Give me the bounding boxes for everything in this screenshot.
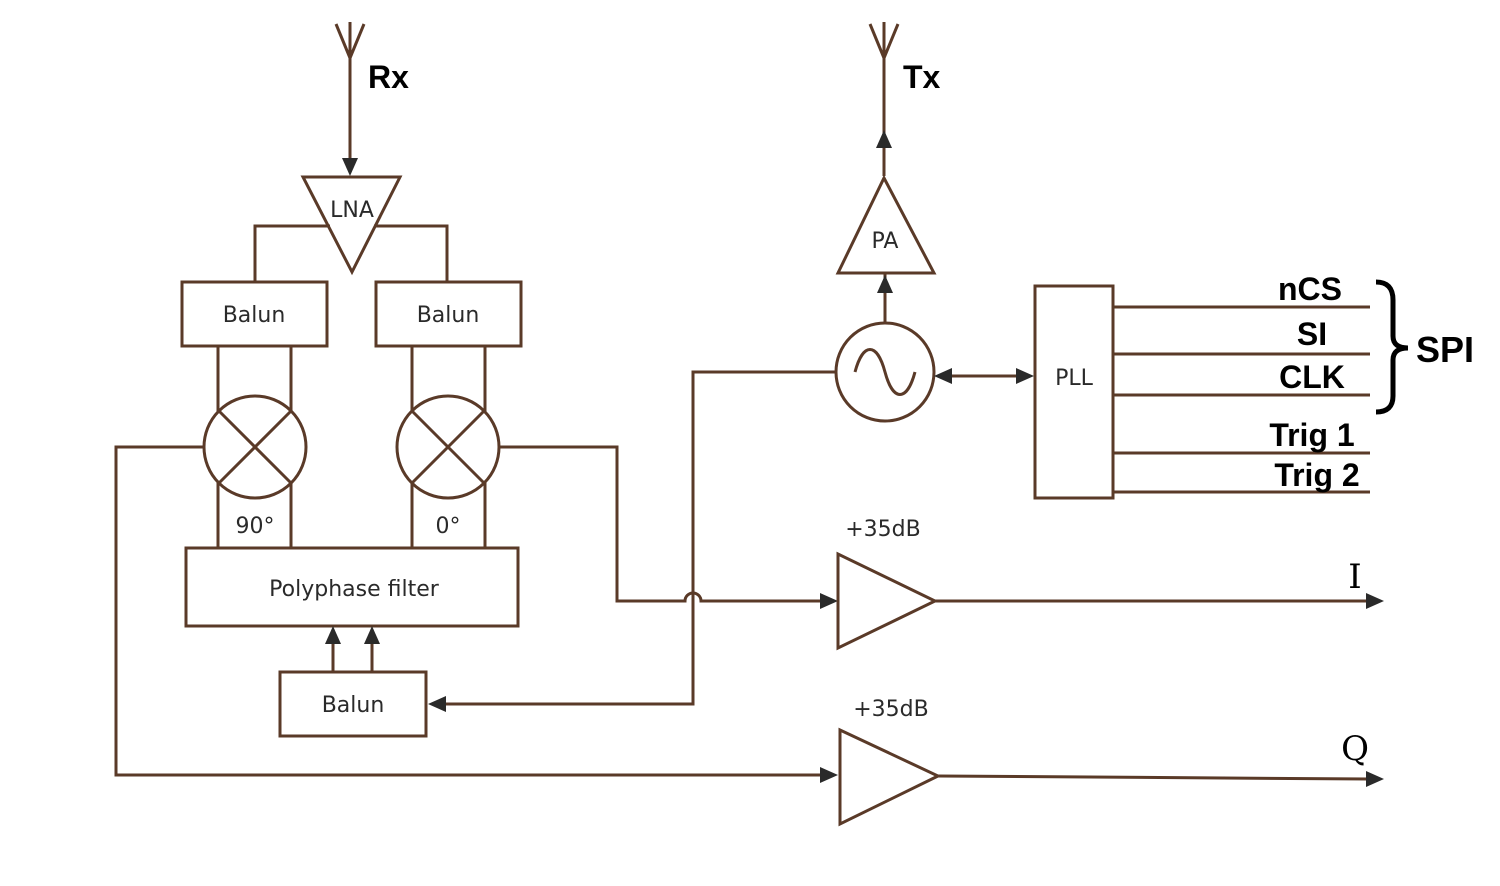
- phase-0-label: 0°: [436, 514, 461, 539]
- lo-to-balun-wire: [444, 370, 838, 706]
- balun-bottom-label: Balun: [322, 693, 385, 718]
- balun-lo-arrow-icon: [428, 696, 446, 712]
- i-amp-input-arrow-icon: [820, 593, 838, 609]
- rx-antenna-icon: [334, 22, 366, 60]
- lna-label: LNA: [330, 198, 374, 223]
- rx-label: Rx: [368, 59, 409, 95]
- spi-label: SPI: [1416, 329, 1474, 370]
- balun-right-label: Balun: [417, 303, 480, 328]
- pin-trig2-label: Trig 2: [1274, 457, 1359, 493]
- mixer-right-icon: [395, 394, 501, 500]
- pll-arrow-icon: [1016, 368, 1034, 384]
- q-output-label: Q: [1341, 729, 1369, 769]
- mixer-left-icon: [202, 394, 308, 500]
- balun-bottom-block: [278, 670, 428, 738]
- tx-antenna-icon: [868, 22, 900, 60]
- polyphase-filter-label: Polyphase filter: [269, 577, 440, 602]
- pll-label: PLL: [1055, 366, 1094, 391]
- i-output-arrow-icon: [1366, 593, 1384, 609]
- balun-left-block: [180, 280, 329, 348]
- pll-pin-lines: [1113, 305, 1370, 494]
- pin-si-label: SI: [1297, 316, 1327, 352]
- mixer-right-to-i-amp-wire: [499, 445, 822, 603]
- q-output-arrow-icon: [1366, 771, 1384, 787]
- q-output-wire: [937, 774, 1369, 781]
- pll-block: [1033, 284, 1115, 500]
- polyphase-input-arrow-icon: [364, 626, 380, 644]
- pin-trig1-label: Trig 1: [1269, 417, 1354, 453]
- tx-label: Tx: [903, 59, 941, 95]
- polyphase-filter-block: [184, 546, 520, 628]
- pin-ncs-label: nCS: [1278, 271, 1342, 307]
- pa-input-arrow-icon: [877, 275, 893, 293]
- oscillator-icon: [834, 321, 936, 423]
- q-amp-input-arrow-icon: [820, 767, 838, 783]
- i-amplifier: [836, 551, 939, 651]
- lna-to-left-balun-wire: [253, 224, 330, 282]
- polyphase-input-arrow-icon: [325, 626, 341, 644]
- spi-brace-icon: [1375, 279, 1409, 415]
- q-amplifier: [838, 727, 942, 827]
- pa-label: PA: [872, 229, 899, 254]
- lna-to-right-balun-wire: [374, 224, 449, 282]
- q-amp-gain-label: +35dB: [853, 697, 929, 722]
- balun-left-label: Balun: [223, 303, 286, 328]
- osc-arrow-icon: [934, 368, 952, 384]
- tx-arrow-icon: [876, 130, 892, 148]
- i-output-label: I: [1348, 557, 1361, 597]
- rx-feed-arrow-icon: [342, 158, 358, 176]
- pa-amplifier: [835, 174, 937, 275]
- i-amp-gain-label: +35dB: [845, 517, 921, 542]
- balun-right-block: [374, 280, 523, 348]
- pin-clk-label: CLK: [1279, 359, 1345, 395]
- phase-90-label: 90°: [236, 514, 275, 539]
- mixer-left-to-q-amp-wire: [114, 445, 822, 777]
